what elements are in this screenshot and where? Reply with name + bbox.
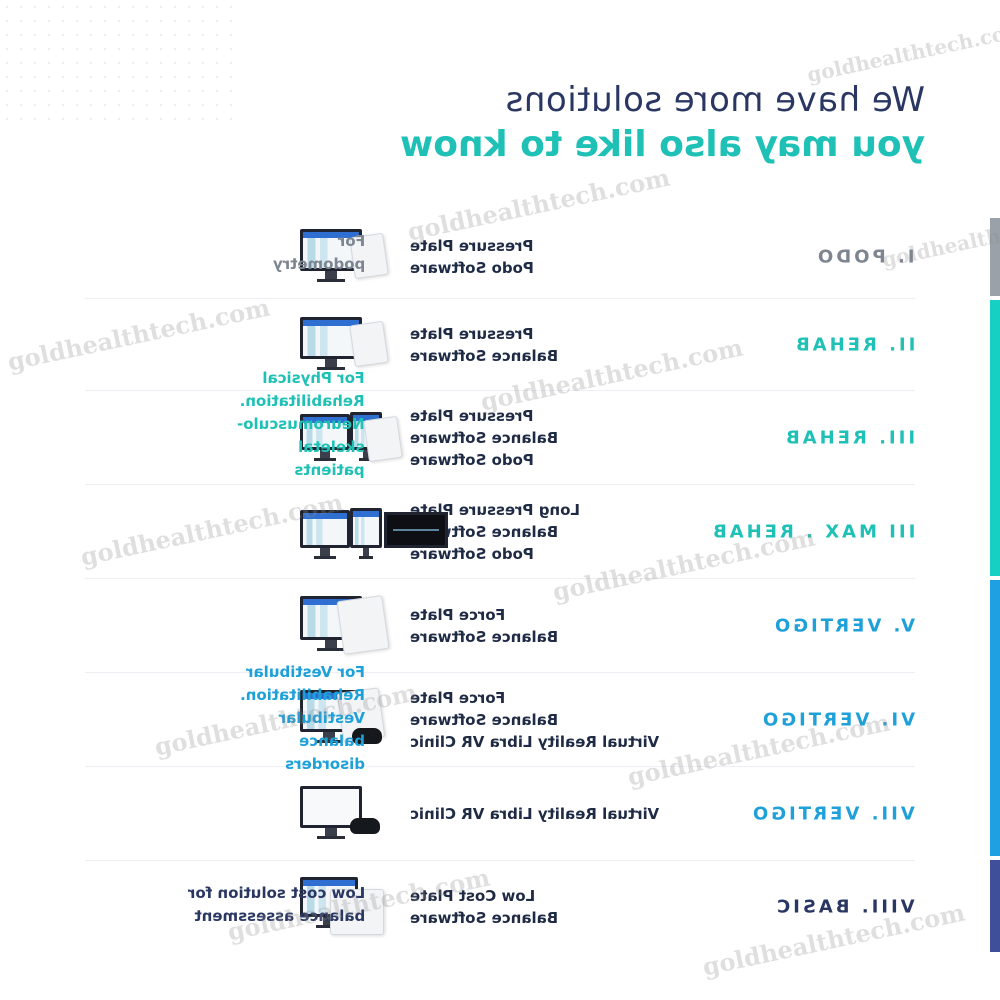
page-headline: We have more solutions you may also like… — [400, 78, 925, 168]
solution-label: II. REHAB — [792, 334, 915, 356]
device-image-monitor-plate — [300, 315, 390, 375]
product-item: Balance Software — [410, 429, 559, 447]
product-item: Balance Software — [410, 628, 559, 646]
vr-headset-icon — [352, 728, 382, 744]
product-item: Virtual Reality Libra VR Clinic — [410, 805, 660, 823]
device-image-monitor-plate — [300, 227, 390, 287]
solution-products: Virtual Reality Libra VR Clinic — [410, 803, 685, 825]
description-line: For Physical — [262, 369, 365, 387]
solution-row-basic[interactable]: VIII. BASIC Low Cost Plate Balance Softw… — [85, 862, 915, 952]
solution-products: Long Pressure Plate Balance Software Pod… — [410, 499, 685, 565]
device-image-monitor-low-cost-plate — [300, 875, 390, 939]
product-item: Balance Software — [410, 523, 559, 541]
product-item: Pressure Plate — [410, 325, 534, 343]
watermark: goldhealthtech.com — [804, 17, 1000, 87]
description-line: Low cost solution for — [187, 884, 365, 902]
edge-bar-podo — [990, 218, 1000, 296]
solution-label: VI. VERTIGO — [759, 709, 915, 731]
description-rehab: For Physical Rehabilitation. Neuromuscul… — [237, 367, 365, 482]
product-item: Low Cost Plate — [410, 887, 536, 905]
solution-products: Force Plate Balance Software — [410, 604, 685, 648]
solution-label: VII. VERTIGO — [750, 803, 915, 825]
edge-bar-vertigo — [990, 580, 1000, 856]
dot-pattern-decoration — [0, 0, 240, 120]
device-image-monitor-force-plate — [300, 594, 390, 658]
solution-row-vertigo-6[interactable]: VI. VERTIGO Force Plate Balance Software… — [85, 674, 915, 767]
solution-row-rehab-3[interactable]: III. REHAB Pressure Plate Balance Softwa… — [85, 392, 915, 485]
product-item: Podo Software — [410, 258, 534, 277]
device-image-monitor-plate-vr-headset — [300, 687, 390, 752]
product-item: Force Plate — [410, 689, 506, 707]
edge-bar-basic — [990, 860, 1000, 952]
description-basic: Low cost solution for balance assessment — [188, 882, 365, 928]
product-item: Balance Software — [410, 711, 559, 729]
solution-products: Pressure Plate Podo Software — [410, 235, 685, 279]
description-podo: For podometry — [273, 230, 365, 276]
description-vertigo: For Vestibular Rehabilitation. Vestibula… — [240, 661, 365, 776]
headline-line-2: you may also like to know — [399, 124, 925, 165]
description-line: disorders — [285, 755, 365, 773]
product-item: Balance Software — [410, 347, 559, 365]
product-item: Pressure Plate — [410, 407, 534, 425]
description-line: balance — [299, 732, 365, 750]
device-image-dual-monitor-long-plate — [300, 502, 450, 562]
edge-bar-rehab — [990, 300, 1000, 576]
solution-row-podo[interactable]: I. PODO Pressure Plate Podo Software — [85, 215, 915, 299]
product-item: Podo Software — [410, 451, 534, 469]
solution-row-vertigo-5[interactable]: V. VERTIGO Force Plate Balance Software — [85, 580, 915, 673]
solution-row-rehab-max[interactable]: III MAX . REHAB Long Pressure Plate Bala… — [85, 486, 915, 579]
description-line: Vestibular — [278, 709, 365, 727]
product-item: Force Plate — [410, 606, 506, 624]
solution-products: Low Cost Plate Balance Software — [410, 885, 685, 929]
solution-label: VIII. BASIC — [774, 896, 915, 918]
description-line: patients — [294, 461, 365, 479]
description-line: balance assessment — [194, 907, 365, 925]
product-item: Long Pressure Plate — [410, 501, 580, 519]
description-line: Neuromusculo- — [237, 415, 365, 433]
solution-label: III MAX . REHAB — [709, 521, 915, 543]
solution-products: Pressure Plate Balance Software — [410, 323, 685, 367]
solution-products: Force Plate Balance Software Virtual Rea… — [410, 687, 685, 753]
description-line: For Vestibular — [246, 663, 365, 681]
description-line: Rehabilitation. — [240, 392, 365, 410]
headline-line-1: We have more solutions — [505, 80, 925, 120]
vr-headset-icon — [350, 818, 380, 834]
description-line: For — [337, 232, 365, 250]
solution-row-vertigo-7[interactable]: VII. VERTIGO Virtual Reality Libra VR Cl… — [85, 768, 915, 861]
description-line: Rehabilitation. — [240, 686, 365, 704]
device-image-dual-monitor-plate — [300, 408, 405, 468]
product-item: Virtual Reality Libra VR Clinic — [410, 733, 660, 751]
product-item: Podo Software — [410, 545, 534, 563]
solution-label: V. VERTIGO — [771, 615, 915, 637]
device-image-monitor-vr-headset — [300, 784, 390, 844]
description-line: skeletal — [298, 438, 365, 456]
description-line: podometry — [272, 255, 365, 273]
product-item: Balance Software — [410, 909, 559, 927]
solution-products: Pressure Plate Balance Software Podo Sof… — [410, 405, 685, 471]
product-item: Pressure Plate — [410, 236, 534, 255]
solution-row-rehab-2[interactable]: II. REHAB Pressure Plate Balance Softwar… — [85, 300, 915, 391]
solution-label: III. REHAB — [782, 427, 915, 449]
solution-label: I. PODO — [815, 246, 915, 267]
